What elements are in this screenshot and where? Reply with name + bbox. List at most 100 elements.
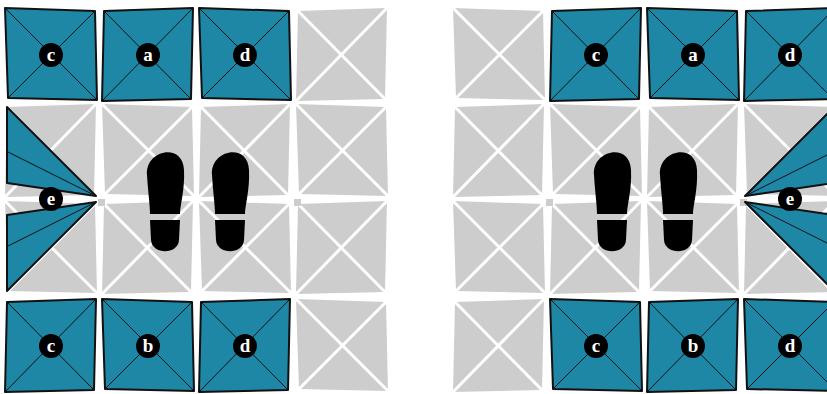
tile-face	[199, 299, 290, 392]
tile-face	[744, 104, 827, 196]
shoe-heel	[215, 220, 245, 251]
tile-face	[550, 299, 642, 391]
tile-seam	[102, 8, 193, 101]
tile-diagonal	[553, 302, 640, 389]
tile-letter: c	[39, 334, 63, 358]
tile-seam	[744, 8, 827, 101]
teal-tile: c	[550, 8, 642, 101]
gray-tile	[647, 201, 739, 293]
tile-seam	[5, 201, 97, 293]
tile-seam	[299, 107, 386, 194]
tile-diagonal	[747, 302, 827, 389]
gray-tile	[296, 201, 387, 294]
tile-face	[550, 299, 642, 391]
tile-face	[744, 8, 827, 101]
tile-letter: e	[39, 187, 63, 211]
grout-mark	[294, 199, 301, 206]
arrow-tile: e	[5, 104, 97, 294]
tile-face	[102, 299, 194, 391]
tile-diagonal	[746, 11, 827, 99]
gray-tile	[647, 8, 739, 100]
tile-diagonal	[650, 11, 737, 98]
tile-diagonal	[5, 299, 96, 392]
shoe-sole	[212, 152, 249, 214]
gray-tile	[453, 104, 544, 197]
teal-tile: d	[744, 299, 827, 392]
tile-diagonal	[5, 8, 97, 100]
tile-letter: a	[681, 43, 705, 67]
tile-face	[296, 201, 387, 294]
teal-tile: a	[647, 8, 739, 101]
tile-seam	[550, 201, 641, 294]
gray-tile	[550, 8, 641, 101]
tile-letter: b	[136, 334, 160, 358]
tile-face	[199, 8, 291, 100]
tile-seam	[647, 201, 739, 293]
gray-tile	[5, 201, 97, 293]
tile-diagonal	[199, 8, 291, 100]
tile-face	[199, 201, 291, 293]
gray-tile	[453, 299, 544, 392]
gray-tiles	[5, 8, 827, 392]
tile-diagonal	[647, 8, 739, 100]
tile-diagonal	[202, 11, 289, 98]
tile-seam	[299, 302, 386, 389]
tile-face	[5, 8, 97, 100]
tile-face	[745, 202, 827, 291]
tile-face	[453, 299, 544, 392]
tile-seam	[453, 104, 544, 197]
teal-tile: d	[199, 299, 291, 392]
tile-letter: d	[778, 334, 802, 358]
tile-diagonal	[744, 299, 827, 391]
tile-face	[102, 8, 193, 101]
tile-face	[744, 299, 827, 391]
tile-seam	[453, 8, 545, 100]
tile-face	[647, 201, 739, 293]
gray-tile	[199, 8, 291, 100]
tile-face	[102, 201, 193, 294]
tile-seam	[5, 104, 96, 197]
tile-face	[550, 8, 641, 101]
tile-face	[647, 8, 739, 100]
tile-seam	[5, 299, 96, 392]
tile-letter: b	[681, 334, 705, 358]
tile-diagonal	[102, 8, 193, 101]
tile-seam	[5, 8, 97, 100]
teal-tile: d	[744, 8, 827, 101]
tile-face	[5, 201, 97, 293]
tile-letter: c	[39, 43, 63, 67]
shoe-heel	[150, 220, 180, 251]
footprint	[660, 152, 697, 251]
tile-seam	[456, 11, 543, 98]
tile-face	[296, 8, 387, 101]
tile-seam	[456, 204, 543, 291]
tile-letter: e	[778, 187, 802, 211]
tile-seam	[453, 201, 545, 293]
tile-face	[550, 8, 641, 101]
tile-face	[744, 8, 827, 101]
teal-tile: c	[5, 299, 97, 392]
arrow-tile: e	[744, 104, 827, 294]
gray-tile	[5, 299, 96, 392]
teal-tile: b	[647, 299, 739, 392]
tile-diagonal	[550, 299, 642, 391]
tile-face	[102, 8, 193, 101]
footprint	[594, 152, 631, 251]
tile-seam	[296, 8, 387, 101]
tile-letter: c	[584, 334, 608, 358]
shoe-heel	[597, 220, 627, 251]
gray-tile	[199, 201, 291, 293]
tile-seam	[647, 299, 738, 392]
tile-seam	[744, 104, 827, 196]
tile-face	[647, 8, 739, 100]
tile-letter: d	[233, 334, 257, 358]
tile-seam	[296, 201, 387, 294]
tile-seam	[296, 104, 388, 196]
tile-letter: c	[584, 43, 608, 67]
gray-tile	[296, 299, 388, 391]
footprint	[212, 152, 249, 251]
shoe-sole	[660, 152, 697, 214]
tile-seam	[550, 299, 642, 391]
tile-face	[647, 299, 738, 392]
